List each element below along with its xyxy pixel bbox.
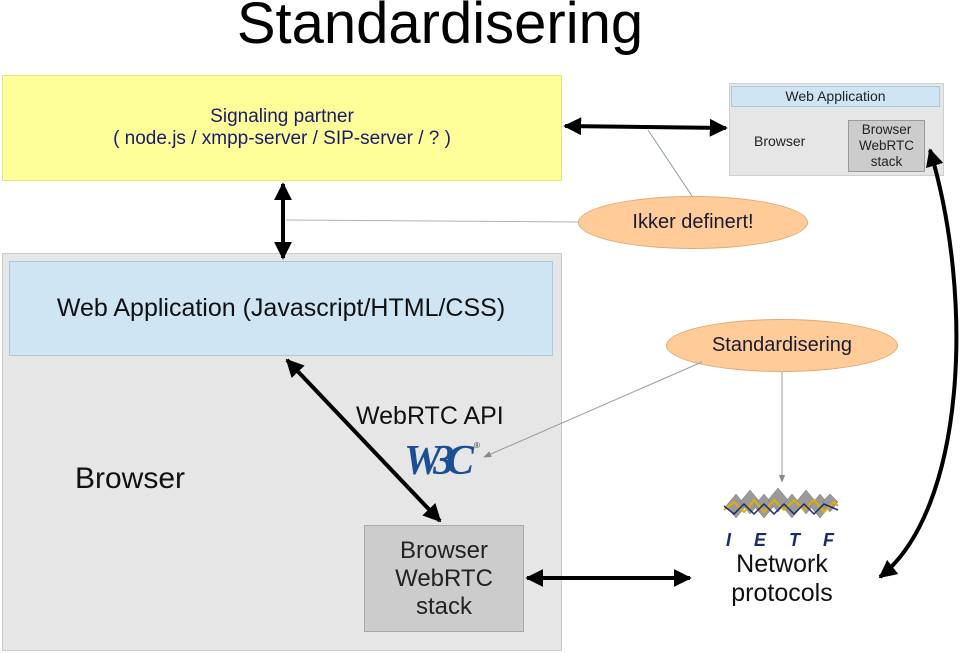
signaling-partner-title: Signaling partner xyxy=(210,106,354,127)
signaling-partner-box: Signaling partner ( node.js / xmpp-serve… xyxy=(2,75,562,181)
ietf-wave-line xyxy=(723,498,839,514)
small-browser-label: Browser xyxy=(754,133,806,149)
stack-line: WebRTC xyxy=(395,565,493,592)
standardisering-to-w3c-line xyxy=(483,361,703,458)
web-application-box: Web Application (Javascript/HTML/CSS) xyxy=(9,261,553,356)
w3c-registered-mark: ® xyxy=(474,441,480,450)
small-web-application-label: Web Application xyxy=(731,86,940,107)
small-stack-to-network-protocols-arrow xyxy=(878,148,959,579)
ikker-pointer-line xyxy=(647,129,693,197)
stack-line: stack xyxy=(415,593,472,620)
network-protocols-line: Network xyxy=(736,550,828,578)
small-stack-line: Browser xyxy=(861,122,912,137)
web-application-to-stack-arrow xyxy=(285,358,442,523)
signaling-partner-servers: ( node.js / xmpp-server / SIP-server / ?… xyxy=(113,128,451,149)
browser-label: Browser xyxy=(75,462,186,495)
stack-line: Browser xyxy=(399,537,489,564)
network-protocols-label: Network protocols xyxy=(700,550,864,608)
ikker-pointer-line xyxy=(285,219,579,223)
not-defined-bubble: Ikker definert! xyxy=(578,196,808,249)
browser-webrtc-stack-box: Browser WebRTC stack xyxy=(364,525,524,632)
ietf-logo: I E T F xyxy=(723,487,839,550)
signaling-to-small-stack-arrow xyxy=(563,117,728,137)
network-protocols-line: protocols xyxy=(731,579,833,607)
page-title: Standardisering xyxy=(236,0,644,56)
